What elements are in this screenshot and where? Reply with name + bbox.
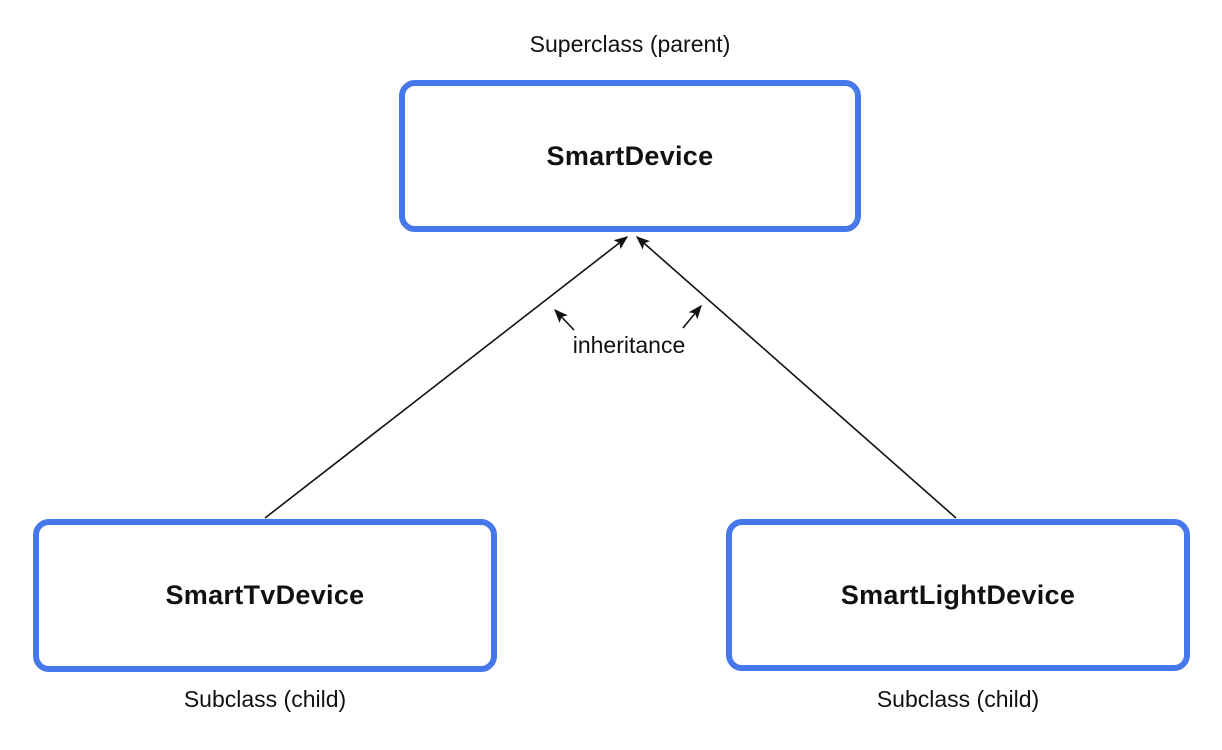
subclass-right-name: SmartLightDevice xyxy=(840,579,1076,610)
inheritance-callout-arrow-right xyxy=(682,304,702,329)
superclass-caption: Superclass (parent) xyxy=(529,31,731,57)
inheritance-callout-arrow-left xyxy=(554,308,575,331)
superclass-box: SmartDevice xyxy=(399,80,861,232)
inheritance-arrow-left xyxy=(264,236,629,519)
subclass-left-box: SmartTvDevice xyxy=(33,519,497,672)
subclass-right-caption: Subclass (child) xyxy=(876,686,1040,712)
subclass-right-box: SmartLightDevice xyxy=(726,519,1190,671)
inheritance-label: inheritance xyxy=(572,332,686,358)
superclass-name: SmartDevice xyxy=(546,140,714,171)
subclass-left-caption: Subclass (child) xyxy=(183,686,347,712)
inheritance-arrow-right xyxy=(635,236,957,519)
subclass-left-name: SmartTvDevice xyxy=(165,580,365,610)
